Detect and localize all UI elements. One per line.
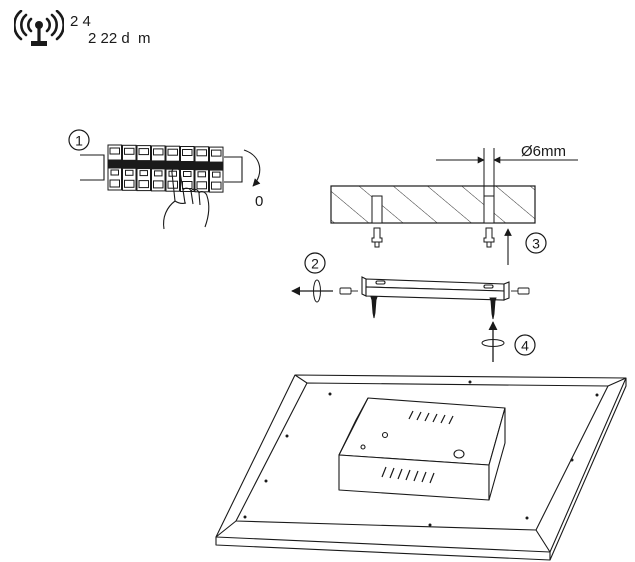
breaker-part [182,149,193,156]
breaker-part [182,181,193,189]
breaker-part [109,179,120,188]
wireless-antenna-icon [14,10,64,46]
breaker-part [109,147,120,155]
breaker-part [124,179,135,188]
step-1-badge [68,129,90,151]
breaker-part [210,161,223,171]
step-4-badge [514,334,536,356]
hole-dimension [436,148,578,196]
breaker-part [123,159,136,169]
step-4-fasten: 4 [481,321,536,362]
step-2-number: 2 [311,256,319,272]
switch-off-arrow [243,149,261,187]
step-2-badge [304,252,326,274]
step-1-number: 1 [75,133,83,149]
breaker-part [137,160,150,170]
rotate-indicator-left [313,279,321,303]
breaker-part [153,180,164,189]
breaker-part [139,170,148,177]
breaker-part [138,148,149,156]
drill-hole-right [483,195,495,224]
breaker-part [181,161,194,170]
breaker-part [108,159,121,169]
breaker-part [211,149,222,157]
breaker-part [153,148,164,156]
hole-diameter-label: Ø6mm [521,143,566,160]
breaker-part [124,147,135,155]
breaker-part [197,171,206,178]
breaker-part [152,160,165,170]
step-4-number: 4 [521,338,529,354]
ceiling-section [330,185,536,224]
step-2-bracket: 2 [291,252,530,320]
breaker-position-label: 0 [255,193,263,210]
panel-light [215,374,627,561]
breaker-part [196,181,207,190]
breaker-part [125,169,134,176]
hand-icon [163,167,210,230]
rotate-indicator-bottom [481,339,505,347]
step-3-number: 3 [532,236,540,252]
drill-hole-left [371,195,383,224]
breaker-part [167,148,178,156]
header-line-2: 2 22 d m [88,30,151,47]
breaker-part [195,161,208,171]
breaker-part [211,181,222,190]
breaker-part [110,169,119,176]
header-line-1: 2 4 [70,13,91,30]
breaker-part [138,180,149,189]
breaker-modules [107,144,224,193]
breaker-part [212,171,221,178]
driver-box [338,397,506,501]
breaker-part [196,149,207,157]
mounting-bracket [361,276,510,301]
step-3-badge [525,232,547,254]
wall-plug [371,227,383,248]
breaker-part [183,171,192,177]
step-1-breaker-panel: 1 0 [68,129,263,230]
wall-plug [483,227,495,248]
step-3-ceiling: Ø6mm 3 [330,143,578,265]
breaker-part [154,170,163,177]
wall-plugs [371,227,495,248]
